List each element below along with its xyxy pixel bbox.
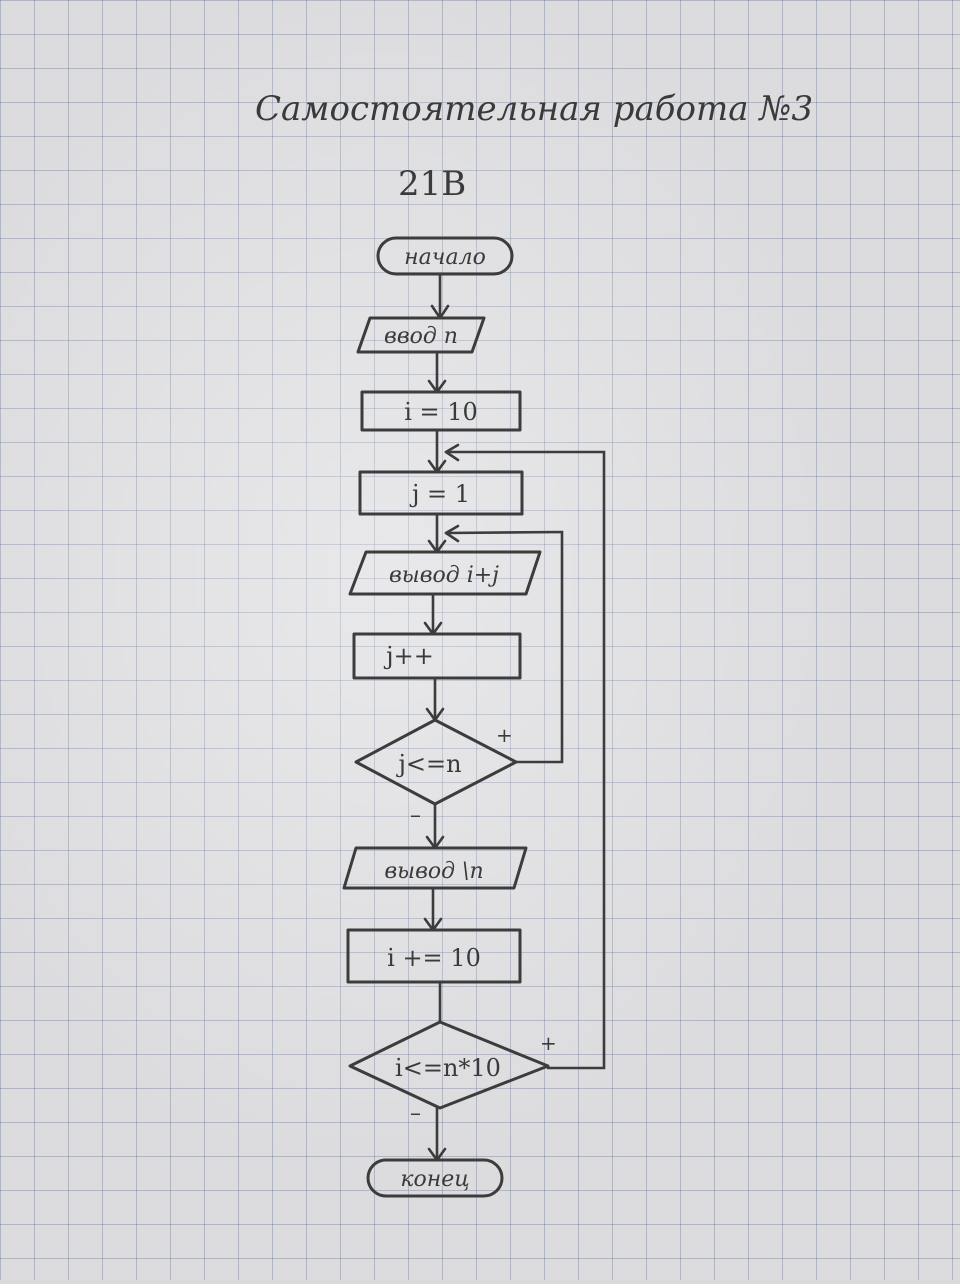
condition-i-yes-mark: + [540,1031,557,1055]
output-newline-label: вывод \n [384,859,483,884]
init-j-block: j = 1 [358,470,524,516]
start-label: начало [404,245,486,270]
init-j-label: j = 1 [409,480,470,508]
increment-i-block: i += 10 [346,928,522,984]
condition-j-yes-mark: + [496,723,513,747]
increment-j-label: j++ [383,642,434,670]
condition-j-no-mark: – [410,803,421,828]
condition-i-decision: i<=n*10 [348,1020,550,1110]
init-i-block: i = 10 [360,390,522,432]
output-newline-block: вывод \n [342,846,528,890]
outer-loop-return [444,450,606,1070]
end-label: конец [400,1167,469,1192]
start-terminator: начало [376,236,514,276]
worksheet-title: Самостоятельная работа №3 [255,89,813,129]
condition-i-label: i<=n*10 [395,1054,501,1082]
input-n-block: ввод n [356,316,486,354]
end-terminator: конец [366,1158,504,1198]
output-ij-block: вывод i+j [348,550,542,596]
condition-j-decision: j<=n [354,718,518,806]
increment-i-label: i += 10 [387,944,481,972]
init-i-label: i = 10 [404,398,478,426]
condition-i-no-mark: – [410,1101,421,1126]
condition-j-label: j<=n [395,750,461,778]
variant-label: 21В [398,164,466,204]
inner-loop-return [444,530,564,764]
output-ij-label: вывод i+j [389,563,499,588]
input-n-label: ввод n [384,324,458,349]
increment-j-block: j++ [352,632,522,680]
